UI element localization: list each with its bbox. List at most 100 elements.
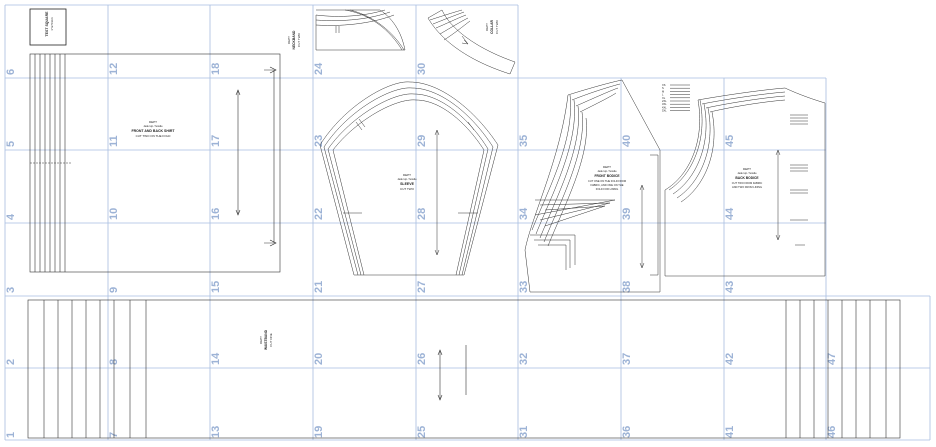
tile-number-24: 24 (313, 62, 325, 75)
svg-text:CUT TWO: CUT TWO (297, 32, 301, 47)
size-key-label: 3XL (662, 102, 667, 106)
tile-number-28: 28 (416, 208, 428, 220)
front-bodice-piece (524, 79, 661, 293)
svg-text:SLEEVE: SLEEVE (400, 182, 414, 186)
svg-text:Jade top / hoodie: Jade top / hoodie (143, 125, 163, 128)
neckband-label: DEPT NECKBAND CUT TWO (287, 30, 301, 49)
neckband-piece (315, 9, 406, 51)
tile-number-22: 22 (313, 208, 325, 220)
size-key-label: XS (662, 83, 666, 87)
tile-number-36: 36 (621, 426, 633, 438)
tile-number-14: 14 (210, 352, 222, 365)
tile-number-26: 26 (416, 353, 428, 365)
tile-number-32: 32 (518, 353, 530, 365)
tile-number-16: 16 (210, 208, 222, 220)
svg-text:FRONT BODICE: FRONT BODICE (594, 174, 620, 178)
svg-text:CUT TWO: CUT TWO (400, 187, 415, 191)
tile-number-13: 13 (210, 426, 222, 438)
svg-text:FOLD FOR LINING: FOLD FOR LINING (596, 187, 618, 191)
front-bodice-label: DEPT Jade top / hoodie FRONT BODICE CUT … (588, 165, 626, 191)
svg-text:Jade top / hoodie: Jade top / hoodie (597, 170, 617, 173)
size-key-label: 2XL (662, 99, 667, 103)
front-back-shirt-label: DEPT Jade top / hoodie FRONT AND BACK SH… (131, 120, 175, 138)
svg-text:Jade top / hoodie: Jade top / hoodie (737, 172, 757, 175)
tile-number-11: 11 (108, 135, 120, 147)
tile-number-46: 46 (826, 426, 838, 438)
size-key-label: L (662, 93, 664, 97)
back-bodice-label: DEPT Jade top / hoodie BACK BODICE CUT T… (732, 167, 763, 189)
tile-number-18: 18 (210, 63, 222, 75)
tile-number-30: 30 (416, 63, 428, 75)
tile-number-47: 47 (826, 353, 838, 365)
svg-text:BACK BODICE: BACK BODICE (735, 176, 759, 180)
tile-number-35: 35 (518, 135, 530, 147)
collar-piece (427, 9, 516, 75)
tile-number-42: 42 (724, 353, 736, 365)
tile-number-45: 45 (724, 135, 736, 147)
tile-number-25: 25 (416, 426, 428, 438)
sleeve-label: DEPT Jade top / hoodie SLEEVE CUT TWO (397, 173, 417, 191)
back-bodice-piece (664, 87, 826, 277)
size-key-label: S (662, 86, 664, 90)
tile-number-labels: 1234567891011121314151617181920212223242… (5, 62, 838, 438)
tile-number-10: 10 (108, 208, 120, 220)
tile-number-43: 43 (724, 281, 736, 293)
size-key-label: XL (662, 96, 666, 100)
svg-text:Jade top / hoodie: Jade top / hoodie (397, 178, 417, 181)
tile-number-4: 4 (5, 213, 17, 220)
svg-text:CUT TWO ON THE FOLD: CUT TWO ON THE FOLD (136, 134, 172, 138)
tile-number-23: 23 (313, 135, 325, 147)
tile-number-3: 3 (5, 287, 17, 293)
tile-number-9: 9 (108, 287, 120, 293)
size-key-label: 5XL (662, 109, 667, 113)
svg-text:DEPT: DEPT (259, 336, 263, 344)
page-tile-grid (4, 4, 931, 441)
tile-number-29: 29 (416, 135, 428, 147)
test-square-size: 1"/2.54cm (50, 17, 54, 31)
tile-number-33: 33 (518, 281, 530, 293)
waistband-label: DEPT WAISTBAND CUT ONE (259, 329, 273, 350)
tile-number-2: 2 (5, 359, 17, 365)
tile-number-41: 41 (724, 426, 736, 438)
tile-number-5: 5 (5, 141, 17, 147)
tile-number-12: 12 (108, 63, 120, 75)
svg-text:DEPT: DEPT (743, 167, 751, 171)
svg-text:COLLAR: COLLAR (490, 20, 494, 34)
test-square: TEST SQUARE 1"/2.54cm (29, 8, 67, 46)
tile-number-34: 34 (518, 207, 530, 220)
svg-text:DEPT: DEPT (149, 120, 157, 124)
test-square-label: TEST SQUARE (45, 11, 49, 37)
svg-text:NECKBAND: NECKBAND (292, 30, 296, 49)
svg-text:DEPT: DEPT (485, 23, 489, 31)
svg-text:DEPT: DEPT (287, 36, 291, 44)
size-key-label: M (662, 89, 664, 93)
sleeve-piece (319, 81, 499, 276)
tile-number-40: 40 (621, 135, 633, 147)
tile-number-38: 38 (621, 281, 633, 293)
svg-text:CUT ONE: CUT ONE (269, 333, 273, 346)
svg-text:CUT ONE ON THE FOLD FROM: CUT ONE ON THE FOLD FROM (588, 179, 626, 183)
tile-number-6: 6 (5, 69, 17, 75)
size-key-label: 4XL (662, 105, 667, 109)
svg-text:DEPT: DEPT (603, 165, 611, 169)
svg-text:CUT TWO: CUT TWO (495, 19, 499, 34)
waistband-piece (27, 299, 901, 439)
tile-number-20: 20 (313, 353, 325, 365)
collar-label: DEPT COLLAR CUT TWO (485, 19, 499, 34)
tile-number-19: 19 (313, 426, 325, 438)
tile-number-39: 39 (621, 208, 633, 220)
svg-text:DEPT: DEPT (403, 173, 411, 177)
tile-number-37: 37 (621, 353, 633, 365)
svg-text:AND TWO FROM LINING: AND TWO FROM LINING (732, 185, 762, 189)
svg-text:CUT TWO FROM FABRIC: CUT TWO FROM FABRIC (732, 181, 763, 185)
tile-number-17: 17 (210, 135, 222, 147)
tile-number-27: 27 (416, 281, 428, 293)
front-back-shirt-piece (29, 53, 281, 273)
tile-number-44: 44 (724, 207, 736, 220)
svg-text:FABRIC, AND ONE ON THE: FABRIC, AND ONE ON THE (591, 183, 624, 187)
tile-number-21: 21 (313, 281, 325, 293)
tile-number-15: 15 (210, 281, 222, 293)
svg-text:WAISTBAND: WAISTBAND (264, 329, 268, 350)
tile-number-31: 31 (518, 426, 530, 438)
